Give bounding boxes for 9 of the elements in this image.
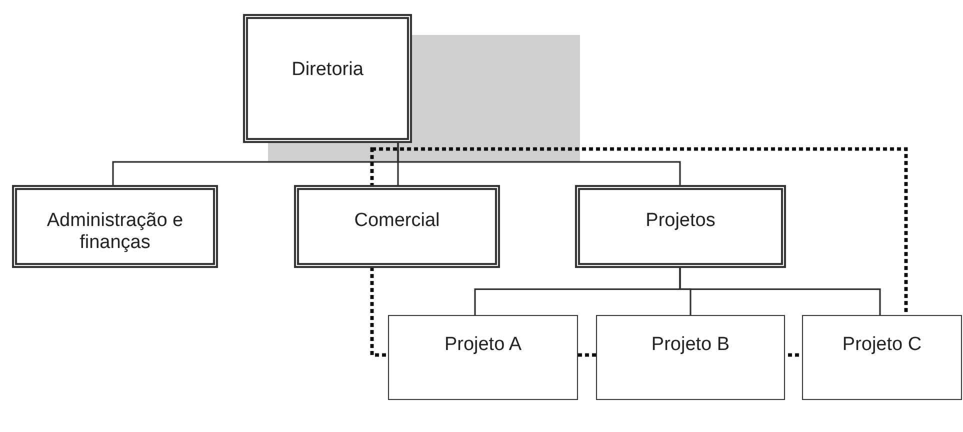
org-box: Projeto A bbox=[388, 315, 578, 400]
org-box: Projeto C bbox=[802, 315, 962, 400]
connector-line bbox=[397, 143, 681, 185]
org-box: Diretoria bbox=[243, 14, 412, 143]
org-box: Administração e finanças bbox=[12, 185, 218, 268]
org-box: Projeto B bbox=[596, 315, 785, 400]
connector-line bbox=[679, 268, 881, 315]
org-box: Projetos bbox=[575, 185, 786, 268]
org-box: Comercial bbox=[294, 185, 500, 268]
